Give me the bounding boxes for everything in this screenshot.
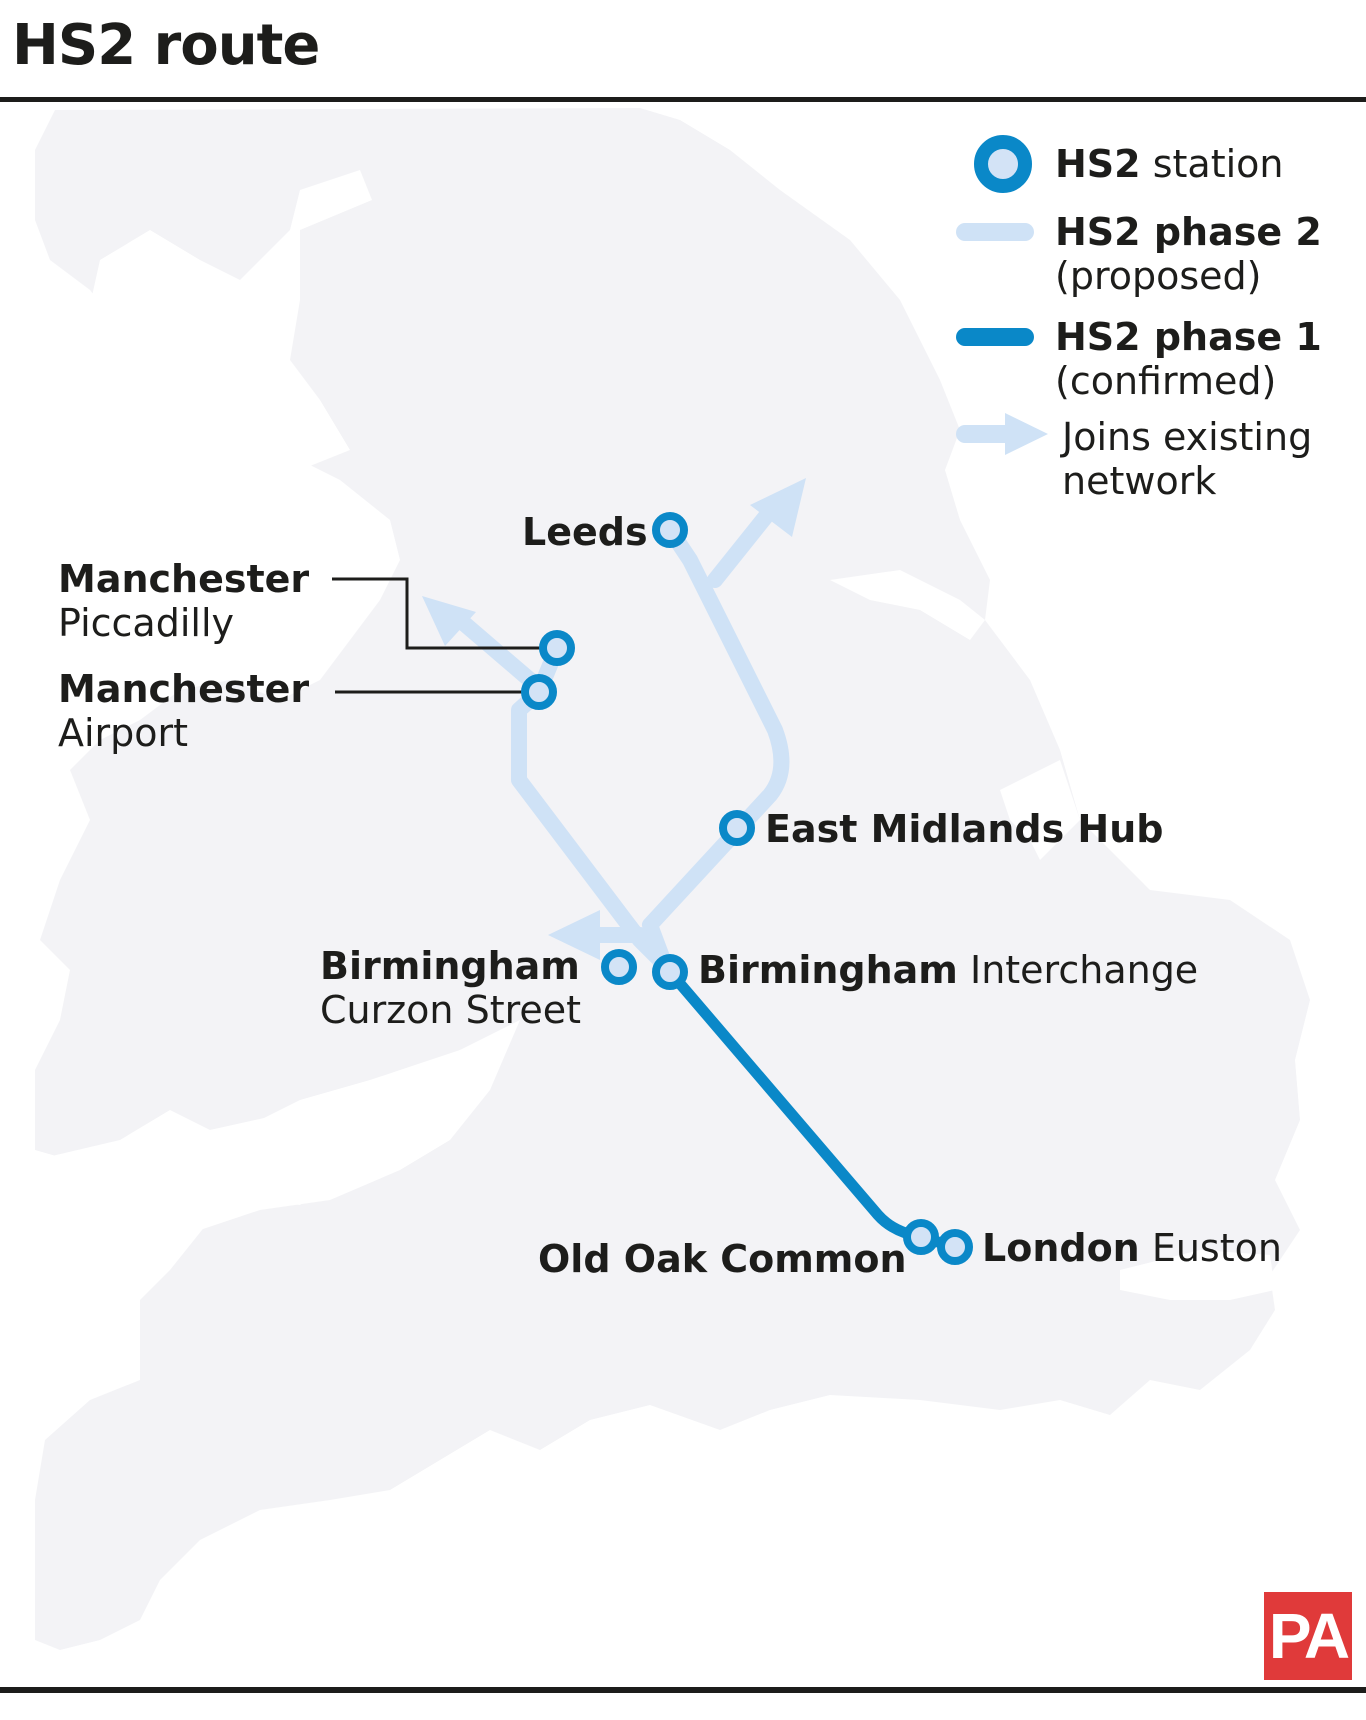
label-birmingham-interchange: Birmingham Interchange [698, 948, 1198, 992]
legend-phase1-label: HS2 phase 1 (confirmed) [1055, 315, 1322, 403]
label-manchester-piccadilly: Manchester Piccadilly [58, 557, 309, 645]
page-title: HS2 route [12, 13, 320, 78]
label-east-midlands: East Midlands Hub [765, 807, 1163, 851]
legend-phase2-sub: (proposed) [1055, 254, 1262, 298]
label-old-oak-bold: Old Oak Common [538, 1237, 907, 1281]
legend-station-rest: station [1140, 142, 1284, 186]
route-manchester-spur [452, 612, 538, 688]
label-piccadilly-rest: Piccadilly [58, 601, 234, 645]
leader-line-piccadilly [332, 577, 545, 650]
route-eastern-leg [642, 522, 790, 973]
legend-phase2-title: HS2 phase 2 [1055, 210, 1322, 254]
legend-station-icon [974, 135, 1032, 193]
label-london-euston: London Euston [982, 1226, 1282, 1270]
station-london-euston-icon[interactable] [937, 1229, 973, 1265]
bay-morecambe [80, 170, 372, 470]
label-interchange-rest: Interchange [957, 948, 1199, 992]
legend-arrow-right-icon [1005, 413, 1048, 455]
header-divider [0, 97, 1366, 102]
label-leeds-bold: Leeds [522, 510, 648, 554]
pa-logo: PA [1264, 1592, 1352, 1680]
legend-station-bold: HS2 [1055, 142, 1141, 186]
legend-joins-label: Joins existing network [1062, 415, 1312, 503]
arrow-north-east-icon [750, 478, 806, 537]
label-interchange-bold: Birmingham [698, 948, 958, 992]
station-east-midlands-icon[interactable] [719, 810, 755, 846]
arrow-west-icon [548, 910, 600, 960]
legend-phase1-title: HS2 phase 1 [1055, 315, 1322, 359]
route-leeds-spur [707, 497, 783, 588]
label-east-midlands-bold: East Midlands Hub [765, 807, 1164, 851]
label-curzon-rest: Curzon Street [320, 988, 582, 1032]
label-manchester-airport: Manchester Airport [58, 667, 309, 755]
legend-station-label: HS2 station [1055, 142, 1283, 186]
legend-joins-line2: network [1062, 459, 1217, 503]
bay-bristol-channel [35, 1020, 520, 1290]
label-euston-bold: London [982, 1226, 1140, 1270]
label-airport-rest: Airport [58, 711, 189, 755]
label-curzon-bold: Birmingham [320, 944, 580, 988]
legend-phase1-sub: (confirmed) [1055, 359, 1277, 403]
label-euston-rest: Euston [1139, 1226, 1282, 1270]
station-manchester-airport-icon[interactable] [521, 674, 557, 710]
arrow-north-west-icon [422, 596, 476, 646]
station-old-oak-icon[interactable] [903, 1219, 939, 1255]
station-birmingham-interchange-icon[interactable] [652, 954, 688, 990]
station-birmingham-curzon-icon[interactable] [601, 949, 637, 985]
label-birmingham-curzon: Birmingham Curzon Street [320, 944, 581, 1032]
label-old-oak: Old Oak Common [538, 1237, 907, 1281]
legend-joins-line1: Joins existing [1062, 415, 1313, 459]
stations [521, 512, 973, 1265]
bay-humber [830, 570, 985, 640]
bay-wash [1000, 760, 1080, 860]
station-leeds-icon[interactable] [652, 512, 688, 548]
land-mass [35, 108, 1310, 1650]
legend-phase2-label: HS2 phase 2 (proposed) [1055, 210, 1322, 298]
label-piccadilly-bold: Manchester [58, 557, 310, 601]
label-leeds: Leeds [522, 510, 648, 554]
station-manchester-piccadilly-icon[interactable] [539, 630, 575, 666]
bay-thames [1120, 1250, 1275, 1300]
footer-divider [0, 1687, 1366, 1693]
label-airport-bold: Manchester [58, 667, 310, 711]
